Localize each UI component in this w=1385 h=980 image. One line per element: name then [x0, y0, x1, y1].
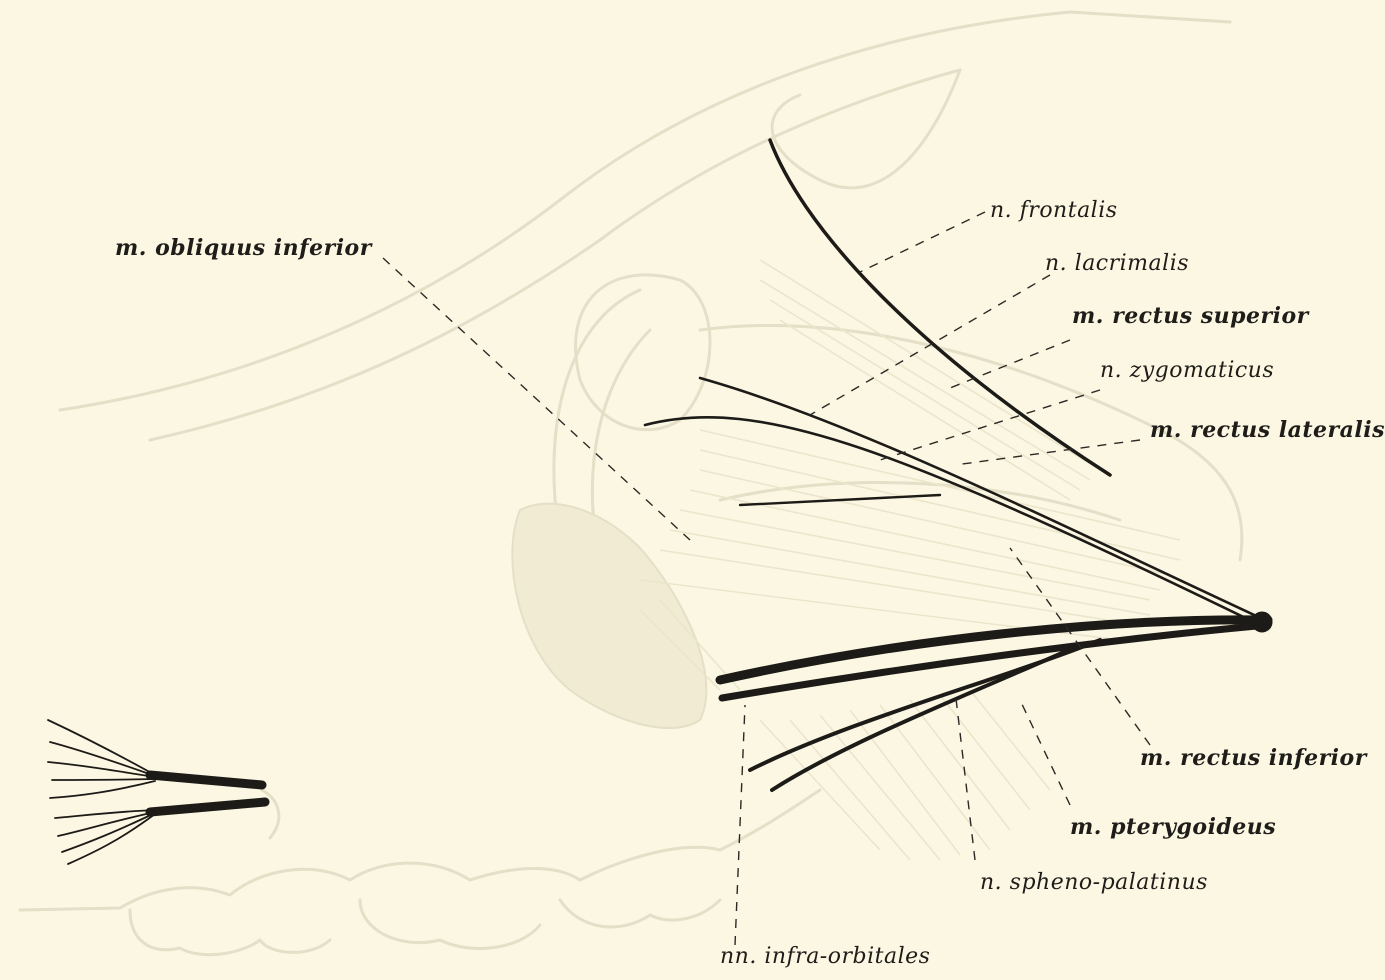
skull-outline	[20, 12, 1242, 955]
nerves	[645, 140, 1272, 790]
label-infra-orbitales: nn. infra-orbitales	[720, 944, 930, 969]
apex	[1252, 612, 1272, 632]
short-branch	[740, 495, 940, 505]
label-zygomaticus: n. zygomaticus	[1100, 358, 1274, 383]
label-rectus-superior: m. rectus superior	[1072, 303, 1310, 329]
label-rectus-lateralis: m. rectus lateralis	[1150, 417, 1385, 443]
labels: m. obliquus inferior n. frontalis n. lac…	[115, 198, 1385, 969]
trunk-upper	[720, 620, 1268, 680]
label-rectus-inferior: m. rectus inferior	[1140, 745, 1368, 771]
muscle-hatching	[640, 260, 1180, 860]
infra-orbital-fan	[48, 720, 265, 864]
label-pterygoideus: m. pterygoideus	[1070, 814, 1276, 840]
label-frontalis: n. frontalis	[990, 198, 1118, 223]
label-lacrimalis: n. lacrimalis	[1045, 251, 1189, 276]
label-obliquus-inferior: m. obliquus inferior	[115, 235, 373, 261]
label-spheno-palatinus: n. spheno-palatinus	[980, 870, 1208, 895]
frontalis-nerve	[770, 140, 1110, 475]
